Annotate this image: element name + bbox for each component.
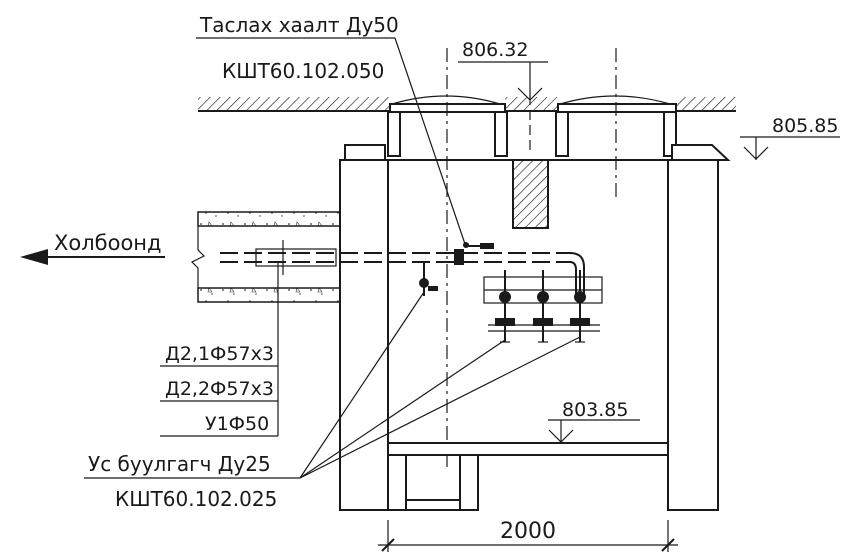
valve-code-label: КШТ60.102.050 [222,59,384,83]
sump-pit [405,454,461,501]
elevation-top-label: 806.32 [462,39,528,61]
dimension-label: 2000 [500,519,556,544]
pipe-label-1: Д2,1Ф57x3 [165,343,274,365]
drain-code-label: КШТ60.102.025 [115,487,277,511]
floor-slab [387,442,669,511]
manhole-cover-left [387,48,508,470]
manifold-branch-2 [533,270,553,343]
elevation-mark-slab [740,136,840,160]
support-column [512,159,549,229]
dimension-line [378,520,678,552]
valve-name-label: Таслах хаалт Ду50 [199,13,399,37]
left-wall [339,159,389,511]
elevation-floor-label: 803.85 [562,399,628,421]
roof-slab [344,144,731,161]
direction-arrow [20,249,165,265]
pipe-label-3: У1Ф50 [205,413,269,435]
manifold-branch-1 [495,270,515,343]
elevation-mark-floor [548,419,640,443]
manhole-cover-right [555,48,677,200]
leader-lines [84,37,581,479]
elevation-mark-top [458,61,548,101]
drain-name-label: Ус буулгагч Ду25 [88,452,271,476]
elevation-slab-label: 805.85 [772,115,838,137]
drain-valve [419,262,438,296]
manifold [483,270,603,343]
ground-surface [198,97,736,112]
right-wall [667,159,719,511]
pipe-duct [190,211,341,303]
manifold-branch-3 [570,270,590,343]
pipe-label-2: Д2,2Ф57x3 [165,378,274,400]
direction-label: Холбоонд [54,231,162,255]
